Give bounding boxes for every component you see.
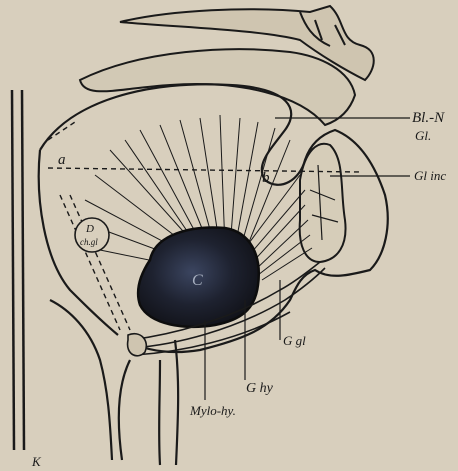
label-ch-gl: ch.gl bbox=[80, 237, 98, 247]
label-c: C bbox=[192, 272, 203, 289]
label-bl-n: Bl.-N bbox=[412, 110, 445, 126]
label-gl: Gl. bbox=[415, 128, 431, 143]
label-b: b bbox=[262, 170, 270, 186]
right-bone bbox=[300, 144, 346, 262]
label-mylo-hy: Mylo-hy. bbox=[189, 403, 236, 418]
label-g-hy: G hy bbox=[246, 381, 274, 396]
label-gl-inc: Gl inc bbox=[414, 168, 446, 183]
label-k: K bbox=[31, 454, 42, 469]
label-g-gl: G gl bbox=[283, 333, 306, 348]
top-structure bbox=[80, 6, 374, 125]
label-a: a bbox=[58, 152, 66, 168]
label-d: D bbox=[85, 223, 94, 235]
left-border-lines bbox=[12, 90, 24, 450]
